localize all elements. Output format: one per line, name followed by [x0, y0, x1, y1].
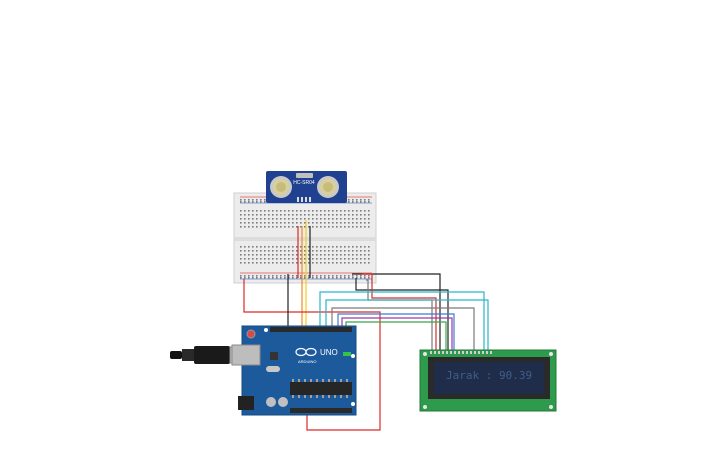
wire-lcd-vdd	[362, 273, 437, 351]
wire-lcd-en	[341, 317, 453, 351]
wire-lcd-d4	[337, 313, 455, 351]
ultrasonic-sensor[interactable]: HC-SR04	[266, 171, 347, 203]
arduino-model-label: UNO	[320, 348, 338, 357]
power-jack-icon	[238, 396, 254, 410]
atmega-chip-icon	[290, 382, 352, 395]
crystal-icon	[266, 366, 280, 372]
sensor-model-label: HC-SR04	[293, 180, 315, 186]
on-led-icon	[343, 352, 351, 356]
wire-lcd-d5	[331, 307, 475, 351]
digital-header	[270, 327, 352, 332]
wire-lcd-k	[366, 279, 433, 351]
wire-lcd-d6	[325, 299, 489, 351]
lcd-pin-header	[430, 351, 492, 354]
lcd-16x2[interactable]: Jarak : 90.39	[419, 349, 557, 412]
arduino-logo-icon	[295, 347, 317, 357]
arduino-uno[interactable]: UNO ARDUINO	[231, 325, 357, 416]
lcd-screen	[434, 362, 544, 394]
lcd-line-1: Jarak : 90.39	[446, 369, 532, 382]
wire-lcd-rw	[355, 278, 449, 351]
arduino-brand-label: ARDUINO	[298, 359, 316, 364]
wire-lcd-rs	[345, 321, 447, 351]
wire-lcd-vss	[352, 273, 441, 351]
capacitor-icon	[266, 397, 276, 407]
reset-button[interactable]	[246, 329, 256, 339]
wire-lcd-d7	[319, 291, 485, 351]
breadboard[interactable]	[233, 192, 377, 284]
power-analog-header	[290, 408, 352, 413]
wire-5v	[243, 279, 381, 431]
